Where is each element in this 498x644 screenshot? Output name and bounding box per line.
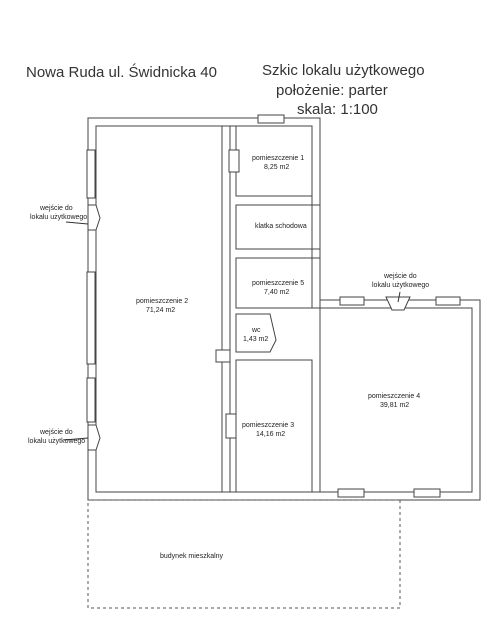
entrance-label-line2: lokalu użytkowego — [30, 214, 87, 221]
interior-door — [225, 413, 237, 439]
room-3-area: 14,16 m2 — [256, 431, 285, 438]
entrance-label-line2: lokalu użytkowego — [372, 282, 429, 289]
window — [257, 114, 285, 124]
room-1-name: pomieszczenie 1 — [252, 155, 304, 162]
interior-door — [228, 149, 240, 173]
room-4-outline — [319, 307, 473, 493]
window — [337, 488, 365, 498]
entrance-label-line1: wejście do — [383, 273, 417, 280]
window — [86, 149, 96, 199]
window — [435, 296, 461, 306]
window — [339, 296, 365, 306]
entrance-arrow — [63, 437, 89, 441]
room-2-name: pomieszczenie 2 — [136, 298, 188, 305]
window — [413, 488, 441, 498]
sketch-title: Szkic lokalu użytkowego — [262, 62, 425, 79]
room-5-outline — [235, 257, 321, 309]
entrance-label-line2: lokalu użytkowego — [28, 438, 85, 445]
entrance-door-bottom — [87, 424, 101, 451]
residential-building-outline — [87, 499, 401, 609]
building-name: budynek mieszkalny — [160, 553, 224, 560]
stair-name: klatka schodowa — [255, 223, 307, 230]
window — [86, 377, 96, 423]
address-title: Nowa Ruda ul. Świdnicka 40 — [26, 64, 217, 81]
entrance-door-top — [87, 204, 101, 231]
entrance-arrow — [65, 221, 89, 225]
entrance-label-line1: wejście do — [39, 429, 73, 436]
room-4-area: 39,81 m2 — [380, 402, 409, 409]
entrance-arrow — [397, 291, 401, 303]
room-1-area: 8,25 m2 — [264, 164, 289, 171]
room-5-name: pomieszczenie 5 — [252, 280, 304, 287]
wc-outline — [235, 313, 277, 353]
interior-door — [215, 349, 231, 363]
wc-name: wc — [251, 327, 261, 334]
wc-area: 1,43 m2 — [243, 336, 268, 343]
room-4-name: pomieszczenie 4 — [368, 393, 420, 400]
entrance-label-line1: wejście do — [39, 205, 73, 212]
room-3-name: pomieszczenie 3 — [242, 422, 294, 429]
window — [86, 271, 96, 365]
floor-label: położenie: parter — [276, 82, 388, 99]
scale-label: skala: 1:100 — [297, 101, 378, 118]
room-2-area: 71,24 m2 — [146, 307, 175, 314]
entrance-door-right — [385, 296, 411, 311]
stair-outline — [235, 204, 321, 250]
room-5-area: 7,40 m2 — [264, 289, 289, 296]
